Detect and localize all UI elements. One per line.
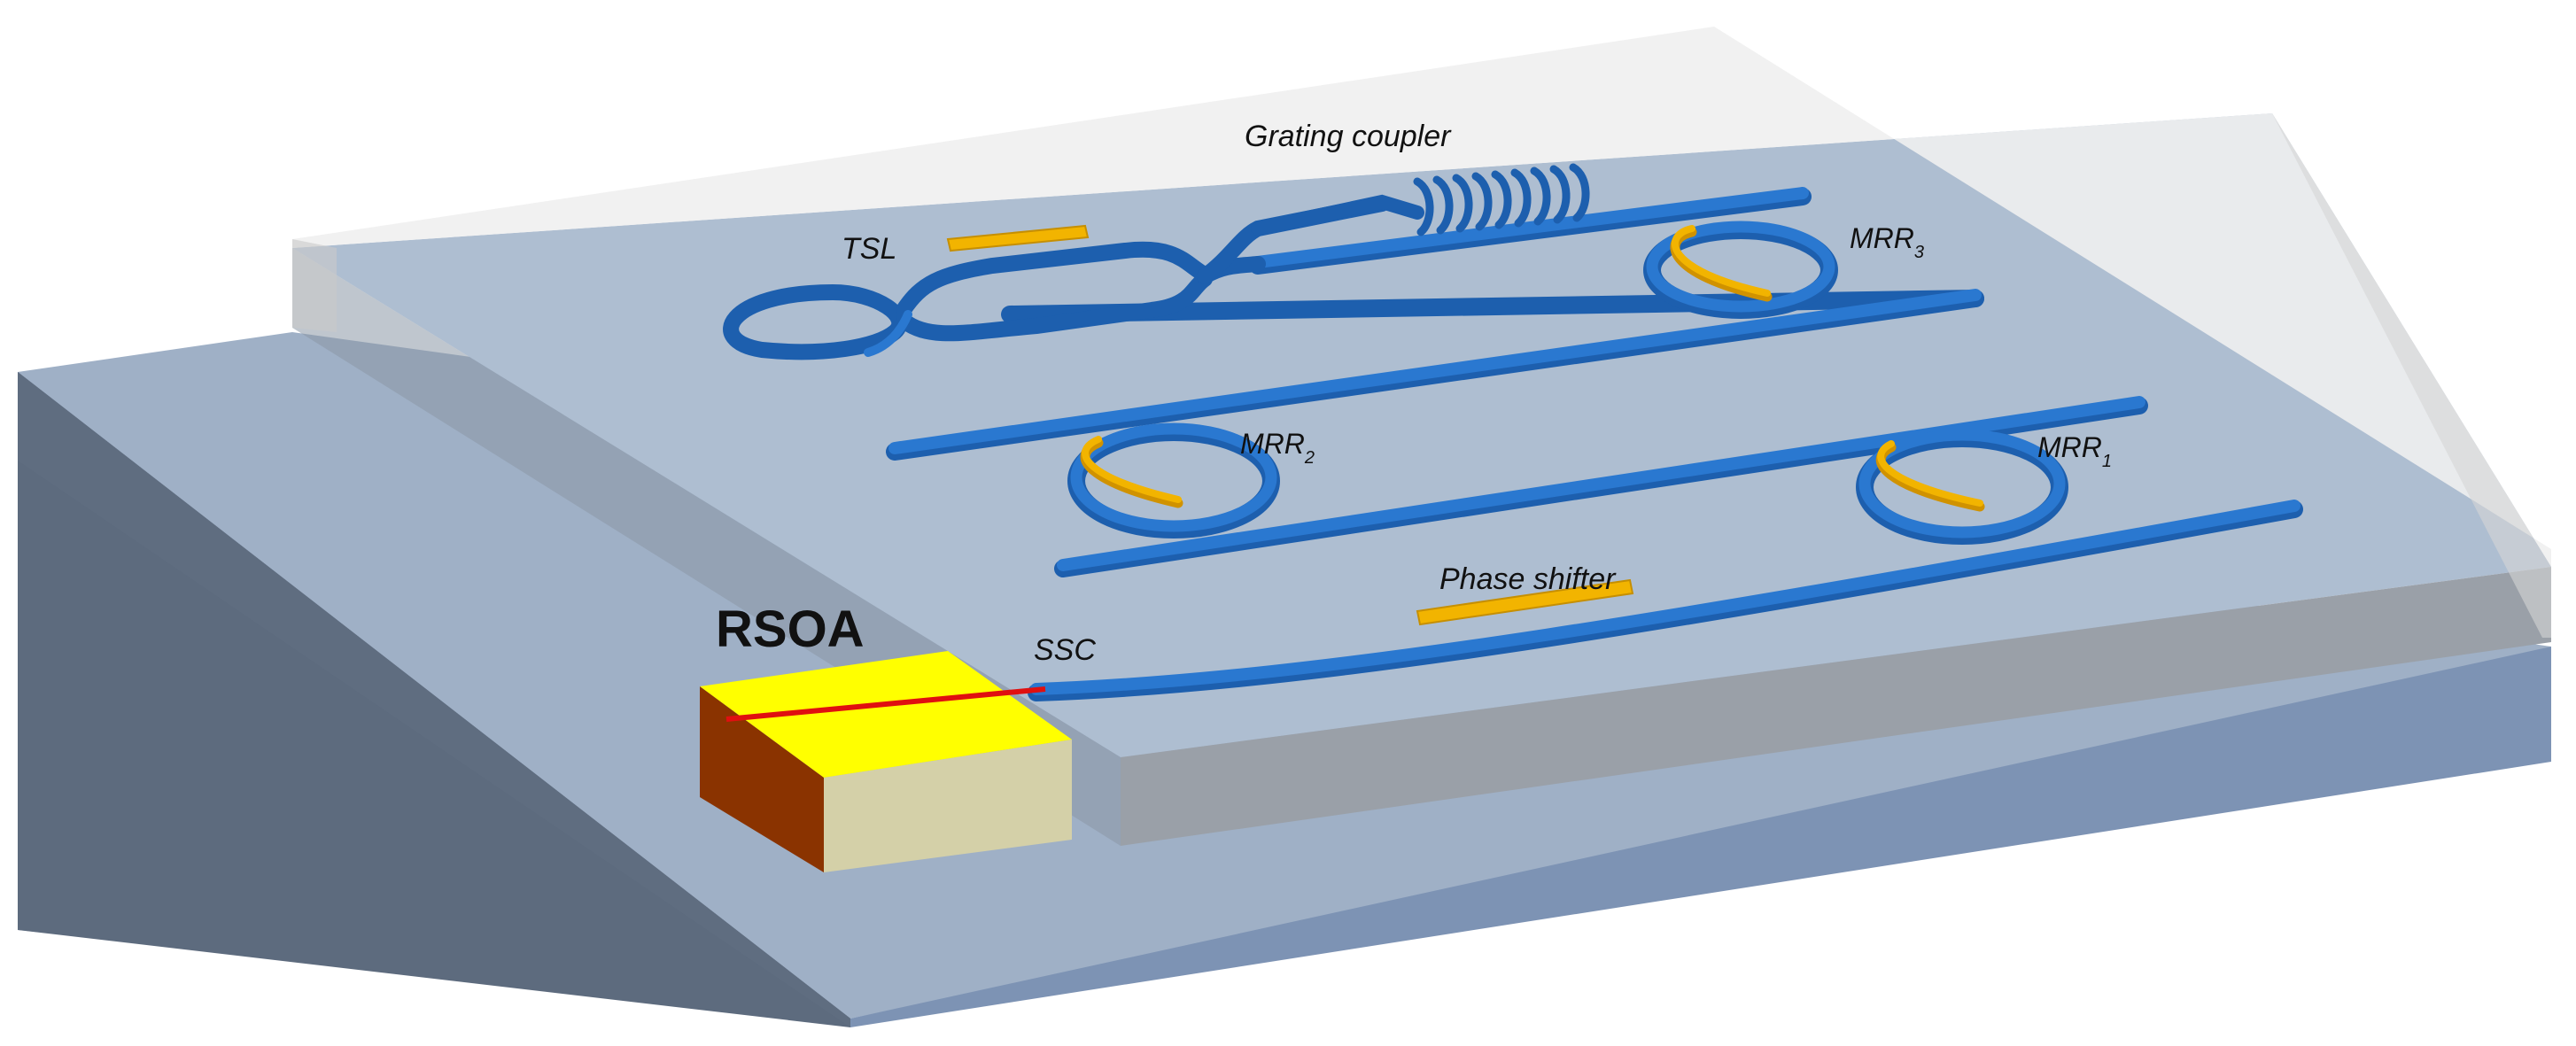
rsoa-active-stripe xyxy=(725,686,1046,722)
tsl-loop xyxy=(723,283,908,360)
grating-tooth xyxy=(1491,170,1512,229)
mrr2-ring xyxy=(1067,422,1280,538)
chip-top-face xyxy=(292,113,2551,757)
glass-top xyxy=(292,27,2551,567)
grating-tooth xyxy=(1510,168,1532,228)
grating-tooth xyxy=(1530,167,1551,226)
mrr1-ring xyxy=(1856,429,2068,545)
label-mrr3: MRR3 xyxy=(1850,222,1924,262)
tsl-mzi xyxy=(896,241,1213,342)
phase-shifter-heater xyxy=(1416,578,1634,626)
rsoa-chip xyxy=(700,651,1072,872)
chip-front-face xyxy=(1121,567,2551,846)
rsoa-top xyxy=(700,651,1072,778)
glass-left-side xyxy=(292,239,337,332)
grating-tooth xyxy=(1452,174,1473,233)
grating-tooth xyxy=(1549,165,1571,224)
grating-coupler xyxy=(1251,163,1590,236)
labels: Grating coupler TSL MRR3 MRR2 MRR1 Phase… xyxy=(716,120,2112,667)
grating-tooth xyxy=(1569,163,1590,222)
grating-tooth xyxy=(1432,175,1454,235)
grating-tooth xyxy=(1471,172,1493,231)
rsoa-front xyxy=(824,740,1072,872)
label-phase-shifter: Phase shifter xyxy=(1439,562,1617,596)
mrr3-ring xyxy=(1643,221,1838,319)
glass-right-edge xyxy=(2272,113,2551,638)
label-mrr1: MRR1 xyxy=(2037,431,2112,471)
grating-teeth xyxy=(1413,163,1590,236)
label-rsoa: RSOA xyxy=(716,600,865,658)
label-grating-coupler: Grating coupler xyxy=(1245,120,1452,153)
substrate-front-face xyxy=(850,647,2551,1027)
rsoa-side xyxy=(700,686,824,872)
label-ssc: SSC xyxy=(1034,633,1096,667)
substrate-front-shade xyxy=(18,372,850,1027)
label-mrr2: MRR2 xyxy=(1240,428,1315,468)
label-tsl: TSL xyxy=(842,232,896,266)
grating-tooth xyxy=(1413,177,1434,236)
tsl-heater xyxy=(946,224,1090,252)
